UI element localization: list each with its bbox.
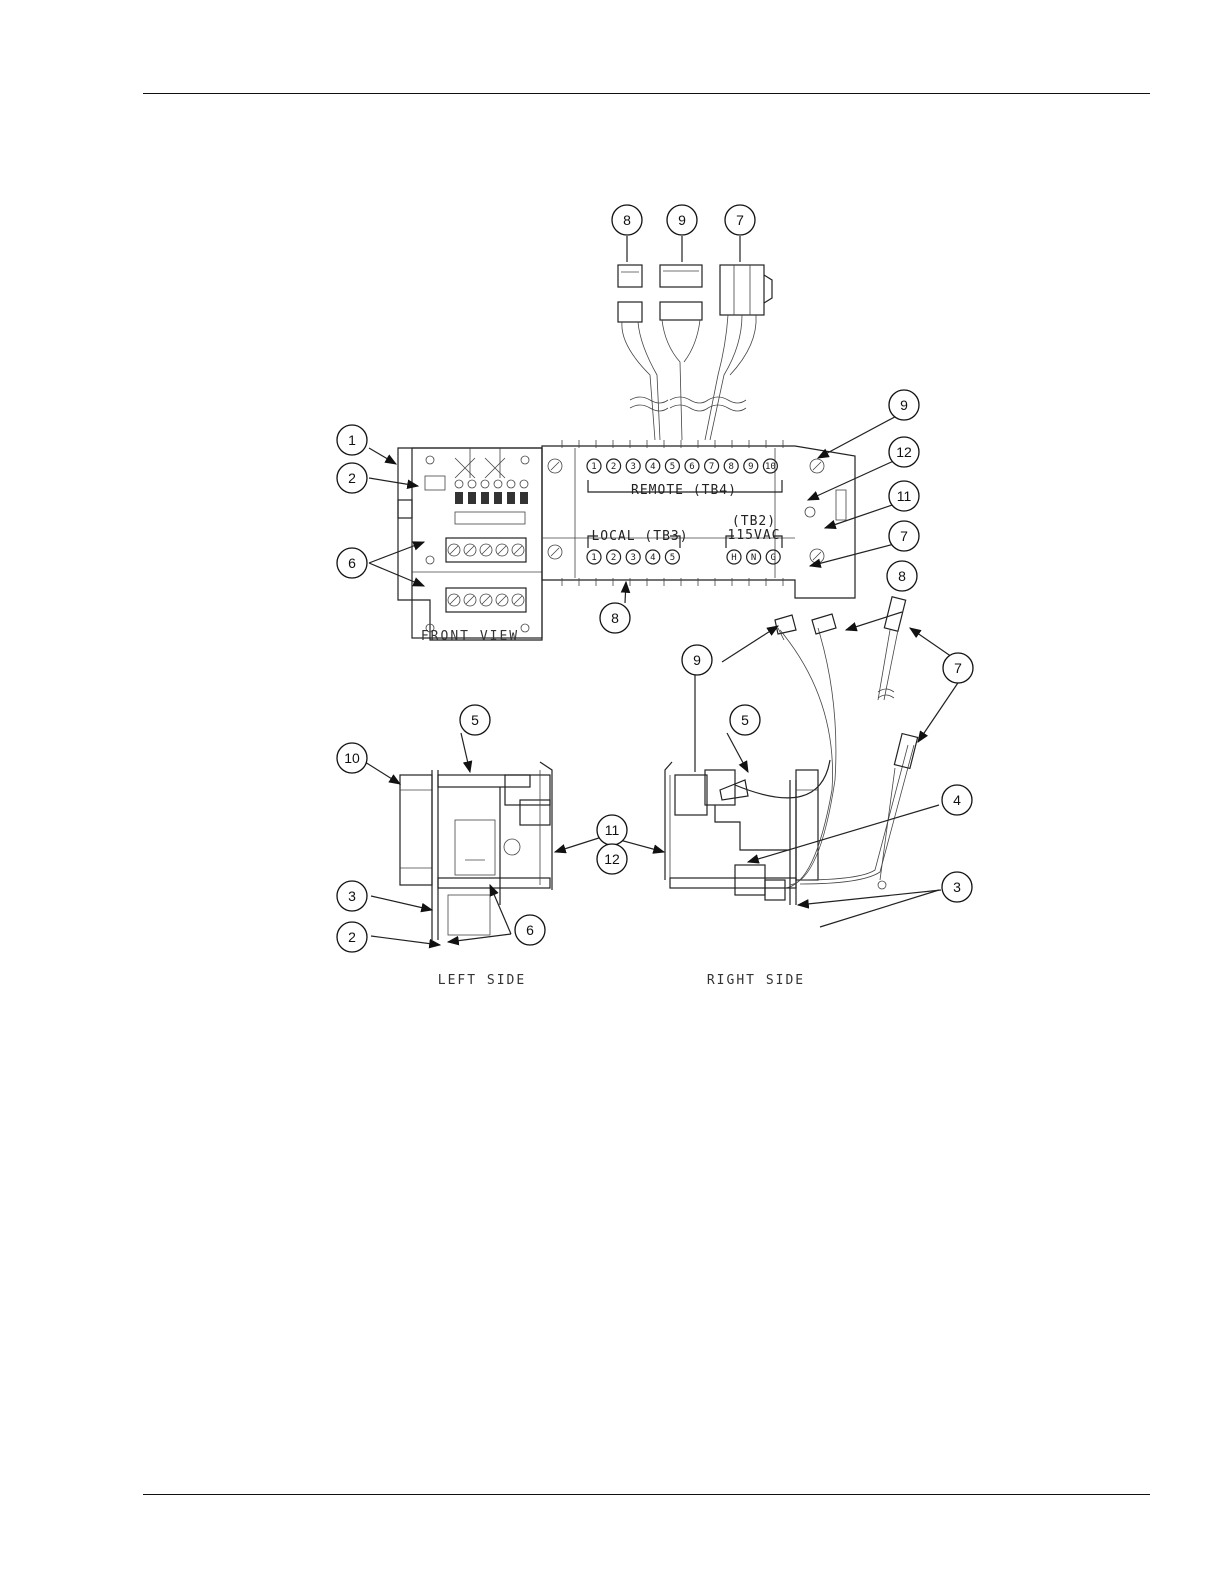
callout-number: 2 (348, 470, 356, 486)
tb4-terminal-number: 9 (748, 462, 753, 472)
loose-connector-8 (812, 614, 836, 634)
tb4-terminal-number: 6 (689, 462, 694, 472)
tb4-terminal-number: 8 (728, 462, 733, 472)
leader-line (369, 542, 424, 563)
right-side-label: RIGHT SIDE (707, 973, 805, 988)
callout-number: 4 (953, 792, 961, 808)
tb4-terminal-number: 5 (670, 462, 675, 472)
tb3-terminal-number: 3 (630, 553, 635, 563)
callout-number: 7 (900, 528, 908, 544)
leader-line (722, 626, 778, 662)
tb3-terminal-number: 2 (611, 553, 616, 563)
tb4-terminal-number: 3 (630, 462, 635, 472)
local-tb3-terminals: 1 2 3 4 5 (587, 550, 679, 564)
callout-number: 5 (471, 712, 479, 728)
callout-number: 11 (897, 488, 912, 504)
leader-line (820, 890, 939, 927)
leader-line (727, 733, 748, 772)
leader-line (798, 890, 941, 905)
callout-number: 9 (693, 652, 701, 668)
remote-tb4-label: REMOTE (TB4) (631, 483, 737, 498)
leader-line (371, 896, 432, 910)
callout-number: 12 (604, 851, 620, 867)
callout-number: 5 (741, 712, 749, 728)
callout-leader-lines (365, 236, 968, 945)
tb2-terminal-number: H (731, 553, 736, 563)
callout-number: 3 (348, 888, 356, 904)
callout-number: 9 (900, 397, 908, 413)
tb3-terminal-number: 5 (670, 553, 675, 563)
tb2-terminal-number: N (751, 553, 756, 563)
loose-connector-7 (878, 597, 918, 889)
leader-line (555, 836, 605, 852)
connector-7-top (705, 265, 772, 440)
callout-number: 6 (526, 922, 534, 938)
callout-number: 8 (611, 610, 619, 626)
front-view-label: FRONT VIEW (421, 629, 519, 644)
callout-number: 9 (678, 212, 686, 228)
tb4-terminal-number: 4 (650, 462, 655, 472)
leader-line (625, 582, 626, 603)
leader-line (846, 612, 902, 630)
tb4-terminal-number: 7 (709, 462, 714, 472)
tb3-terminal-number: 4 (650, 553, 655, 563)
leader-line (369, 563, 424, 586)
power-tb2-label: (TB2) (732, 514, 776, 529)
leader-line (369, 478, 418, 486)
remote-tb4-terminals: 1 2 3 4 5 6 7 8 9 10 (587, 459, 777, 473)
connector-9-top (660, 265, 702, 440)
callout-number: 2 (348, 929, 356, 945)
tb4-terminal-number: 2 (611, 462, 616, 472)
callout-number: 1 (348, 432, 356, 448)
callout-number: 7 (736, 212, 744, 228)
local-tb3-label: LOCAL (TB3) (591, 529, 688, 544)
left-side-view (400, 762, 552, 940)
tb4-terminal-number: 1 (591, 462, 596, 472)
callout-number: 7 (954, 660, 962, 676)
connector-8-top (618, 265, 660, 440)
leader-line (461, 733, 470, 772)
callout-number: 3 (953, 879, 961, 895)
tb3-terminal-number: 1 (591, 553, 596, 563)
tb2-terminal-number: G (770, 553, 775, 563)
tb4-terminal-number: 10 (765, 462, 776, 472)
power-115vac-label: 115VAC (728, 528, 781, 543)
leader-line (808, 459, 898, 500)
leader-line (369, 448, 396, 464)
leader-line (371, 936, 440, 945)
callout-number: 10 (344, 750, 360, 766)
leader-line (810, 543, 898, 566)
callout-number: 8 (898, 568, 906, 584)
callout-number: 11 (605, 822, 620, 838)
callout-number: 6 (348, 555, 356, 571)
leader-line (748, 805, 939, 862)
callout-number: 12 (896, 444, 912, 460)
left-side-label: LEFT SIDE (438, 973, 526, 988)
cable-break-marks (630, 397, 746, 411)
leader-line (365, 762, 400, 784)
callout-number: 8 (623, 212, 631, 228)
